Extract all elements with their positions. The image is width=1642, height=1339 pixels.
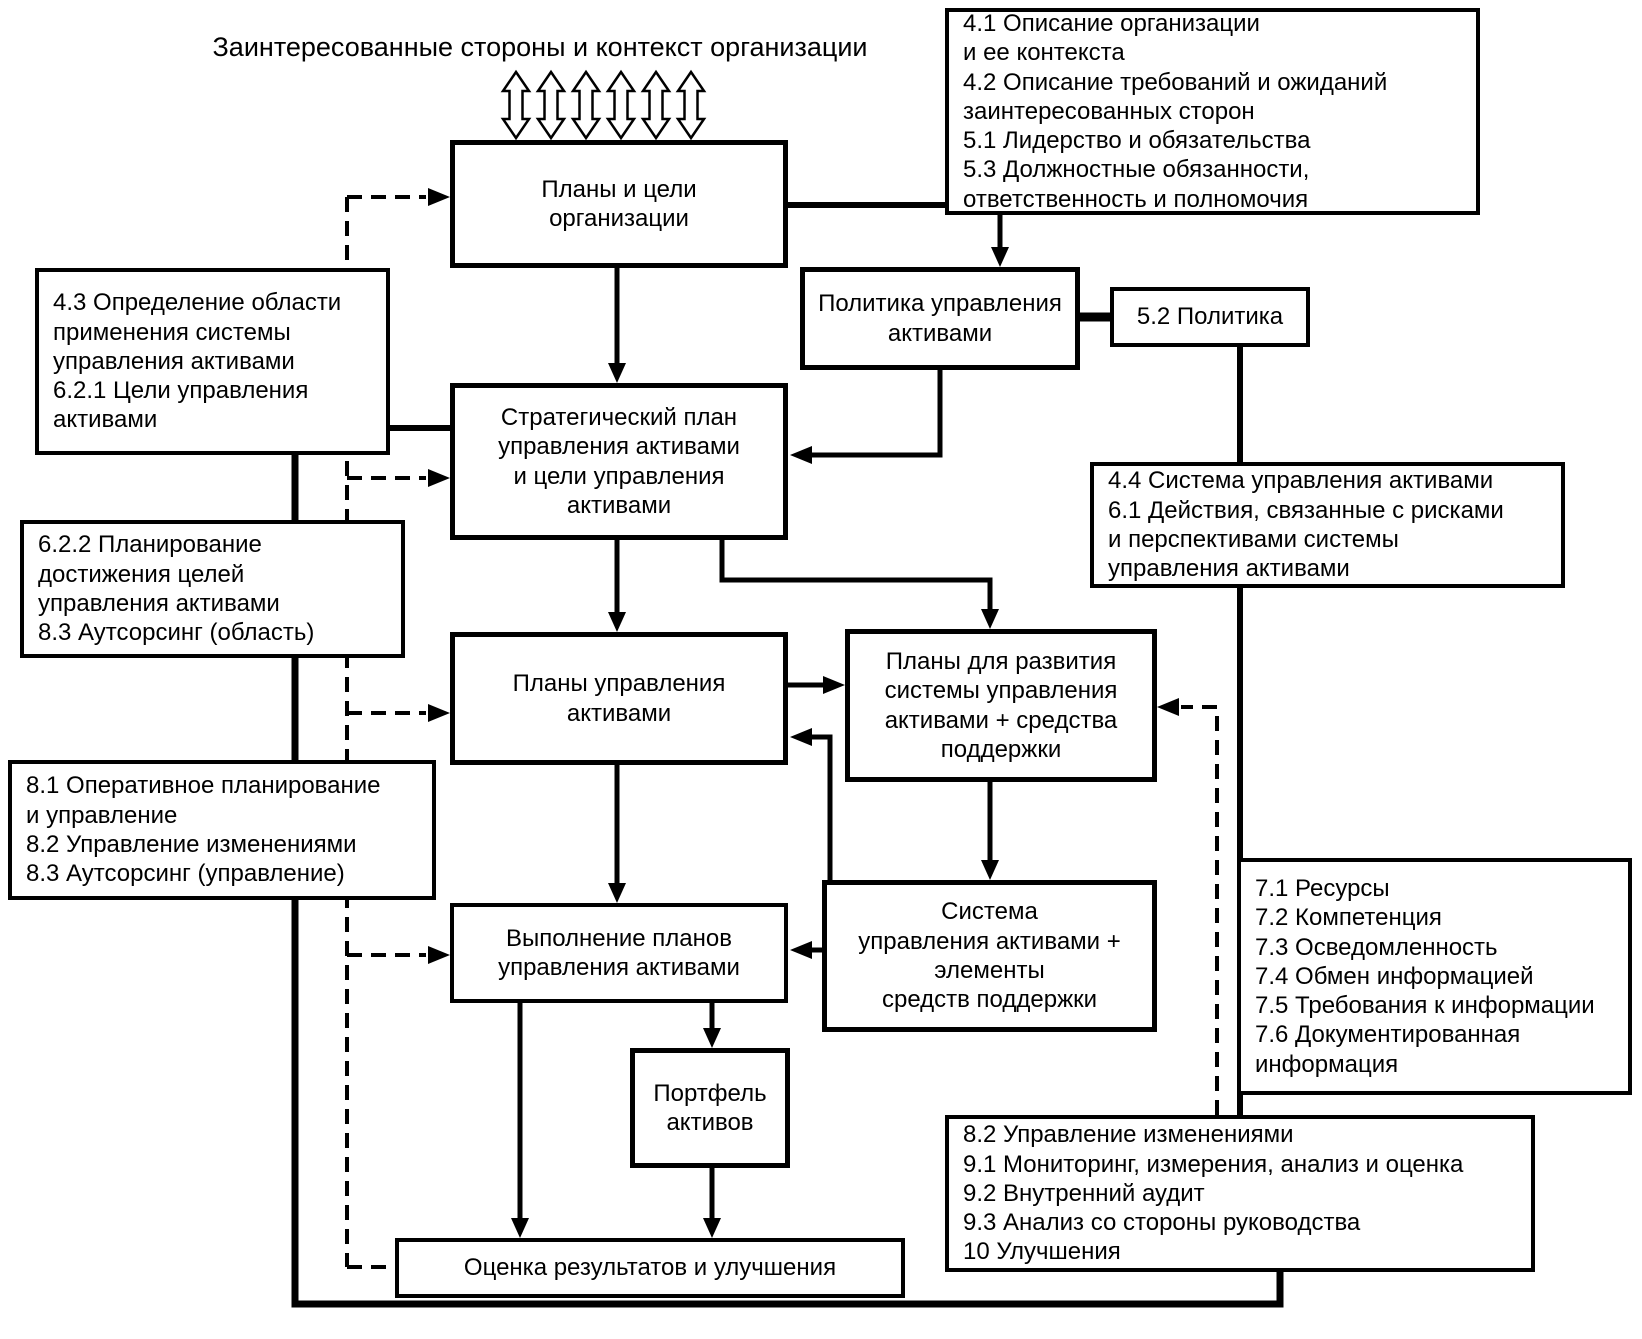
- box-asset-portfolio: Портфель активов: [630, 1048, 790, 1168]
- box-ams-support-elements: Система управления активами + элементы с…: [822, 880, 1157, 1032]
- stakeholder-double-arrows: [500, 69, 707, 141]
- box-organization-plans-goals: Планы и цели организации: [450, 140, 788, 268]
- box-clause-52-policy: 5.2 Политика: [1110, 287, 1310, 347]
- arrow-strategic-to-devplans: [719, 540, 993, 611]
- stakeholders-context-title: Заинтересованные стороны и контекст орга…: [212, 32, 868, 62]
- box-clauses-planning-outsourcing: 6.2.2 Планирование достижения целей упра…: [20, 520, 405, 658]
- box-evaluation-improvement: Оценка результатов и улучшения: [395, 1238, 905, 1298]
- arrow-policy-to-strategic: [812, 370, 943, 458]
- box-clauses-ams-risks: 4.4 Система управления активами 6.1 Дейс…: [1090, 462, 1565, 588]
- box-clauses-monitoring-improvement: 8.2 Управление изменениями 9.1 Мониторин…: [945, 1115, 1535, 1272]
- dashed-monitoring-to-devplans: [1181, 705, 1219, 1115]
- box-asset-management-plans: Планы управления активами: [450, 632, 788, 765]
- box-clauses-scope-objectives: 4.3 Определение области применения систе…: [35, 268, 390, 455]
- arrowheads: [428, 188, 1179, 1238]
- box-strategic-asset-management-plan: Стратегический план управления активами …: [450, 383, 788, 540]
- box-asset-management-policy: Политика управления активами: [800, 267, 1080, 370]
- arrow-amssupport-to-amplans: [812, 734, 833, 882]
- box-clauses-support: 7.1 Ресурсы 7.2 Компетенция 7.3 Осведомл…: [1237, 858, 1632, 1095]
- box-clauses-operational-control: 8.1 Оперативное планирование и управлени…: [8, 760, 436, 900]
- box-ams-development-plans: Планы для развития системы управления ак…: [845, 629, 1157, 782]
- box-clauses-context-leadership: 4.1 Описание организации и ее контекста …: [945, 8, 1480, 215]
- box-plans-implementation: Выполнение планов управления активами: [450, 903, 788, 1003]
